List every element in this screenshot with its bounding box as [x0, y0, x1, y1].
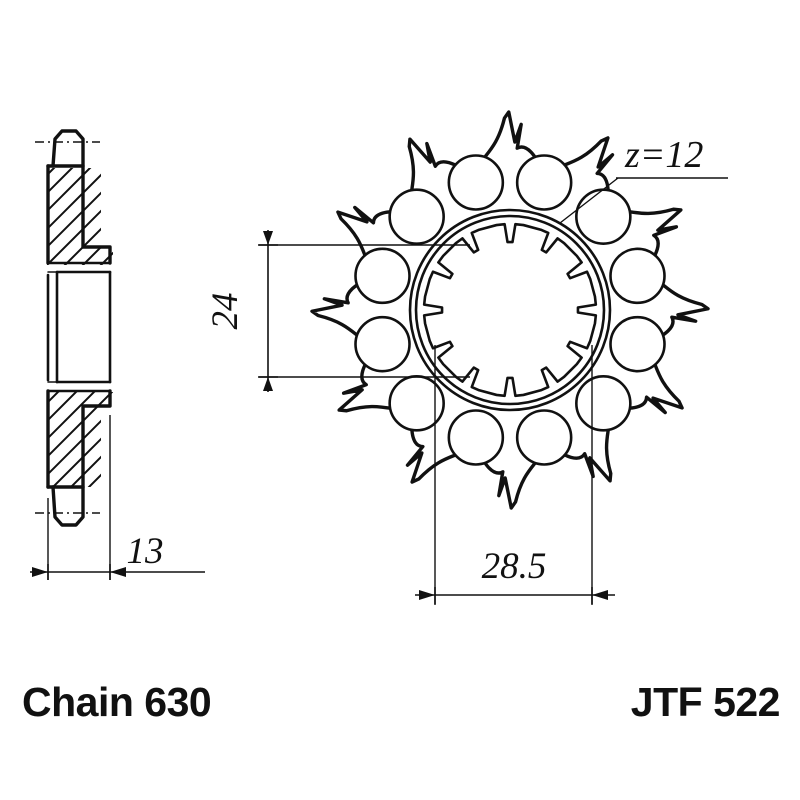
- hub-outer-circle: [408, 208, 612, 412]
- dim-13-arrow-right: [110, 567, 126, 577]
- dim-13-value: 13: [127, 531, 164, 572]
- lightening-hole: [388, 188, 445, 245]
- lightening-hole: [447, 154, 505, 211]
- section-bottom-tooth: [51, 485, 85, 527]
- lightening-hole: [447, 409, 505, 466]
- dim-285-arrow-left: [419, 590, 435, 600]
- teeth-count-label: z=12: [624, 134, 703, 176]
- dimension-13: 13: [30, 415, 205, 580]
- lightening-hole: [609, 315, 666, 373]
- lightening-hole: [354, 315, 411, 373]
- dim-285-arrow-right: [592, 590, 608, 600]
- chain-spec-title: Chain 630: [22, 679, 211, 725]
- dim-285-value: 28.5: [482, 546, 547, 587]
- lightening-hole: [354, 247, 411, 305]
- lightening-hole: [515, 409, 573, 466]
- section-top-tooth: [51, 129, 85, 168]
- lightening-hole: [575, 375, 632, 432]
- dim-13-arrow-left: [32, 567, 48, 577]
- dim-24-arrow-top: [263, 231, 273, 245]
- lightening-hole: [609, 247, 666, 305]
- dim-24-value: 24: [205, 293, 246, 330]
- dim-24-arrow-bottom: [263, 377, 273, 391]
- lightening-hole: [515, 154, 573, 211]
- lightening-hole: [575, 188, 632, 245]
- dimension-24: 24: [205, 230, 470, 392]
- callout-leader-diagonal: [559, 177, 619, 224]
- hub-inner-circle: [414, 214, 606, 406]
- splined-bore: [422, 222, 598, 398]
- dimension-28-5: 28.5: [415, 345, 615, 605]
- teeth-count-callout: z=12: [559, 134, 728, 224]
- lightening-hole-ring: [354, 154, 666, 466]
- part-code-title: JTF 522: [631, 679, 780, 725]
- front-view: [310, 110, 710, 510]
